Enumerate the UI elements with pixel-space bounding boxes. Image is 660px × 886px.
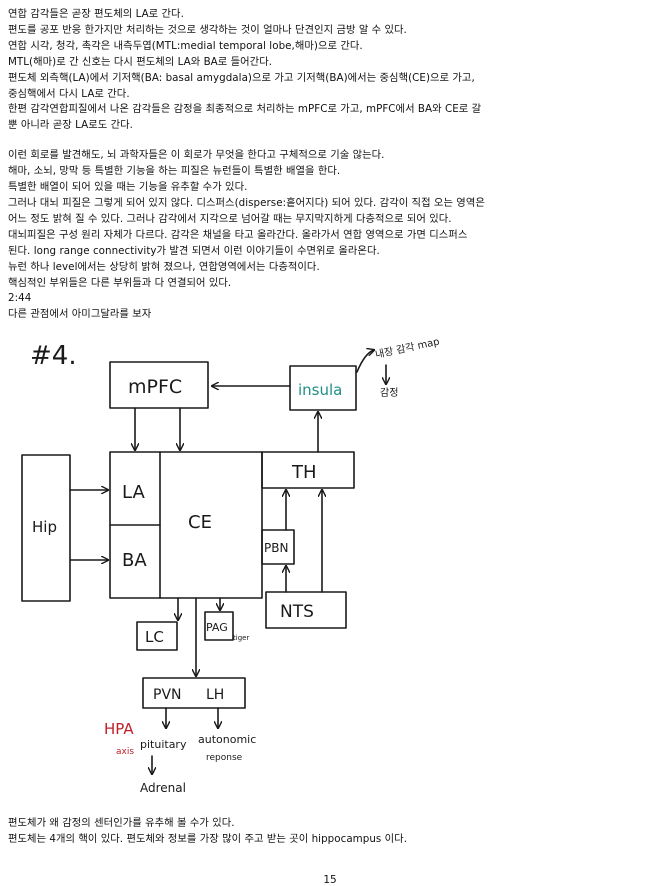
- hpa-sub-label: axis: [116, 747, 134, 757]
- ba-label: BA: [122, 550, 147, 571]
- closing-line: 편도체는 4개의 핵이 있다. 편도체와 정보를 가장 많이 주고 받는 곳이 …: [8, 832, 408, 845]
- pbn-box: [261, 529, 295, 565]
- paragraph-line: 어느 정도 밝혀 질 수 있다. 그러나 감각에서 지각으로 넘어갈 때는 무지…: [8, 212, 452, 225]
- pituitary-label: pituitary: [140, 738, 187, 751]
- paragraph-line: 이런 회로를 발견해도, 뇌 과학자들은 이 회로가 무엇을 한다고 구체적으로…: [8, 149, 385, 162]
- paragraph-line: 편도를 공포 반응 한가지만 처리하는 것으로 생각하는 것이 얼마나 단견인지…: [8, 23, 407, 36]
- lh-label: LH: [206, 687, 224, 703]
- blank-line: [8, 134, 652, 148]
- closing-block: 편도체가 왜 감정의 센터인가를 유추해 볼 수가 있다. 편도체는 4개의 핵…: [8, 816, 652, 848]
- paragraph-line: 뉴런 하나 level에서는 상당히 밝혀 졌으나, 연합영역에서는 다층적이다…: [8, 260, 320, 273]
- paragraph-block: 연합 감각들은 곧장 편도체의 LA로 간다. 편도를 공포 반응 한가지만 처…: [8, 7, 652, 323]
- insula-note-arrow: [356, 350, 374, 373]
- pag-label: PAG: [206, 621, 228, 634]
- pag-note: tiger: [233, 634, 249, 642]
- response-label: reponse: [206, 753, 243, 763]
- pbn-label: PBN: [264, 541, 288, 555]
- hip-label: Hip: [32, 518, 57, 536]
- ce-label: CE: [188, 512, 212, 533]
- paragraph-line: 연합 시각, 청각, 촉각은 내측두엽(MTL:medial temporal …: [8, 39, 363, 52]
- paragraph-line: 한편 감각연합피질에서 나온 감각들은 감정을 최종적으로 처리하는 mPFC로…: [8, 103, 482, 116]
- paragraph-line: 된다. long range connectivity가 발견 되면서 이런 이…: [8, 244, 380, 257]
- paragraph-line: 그러나 대뇌 피질은 그렇게 되어 있지 않다. 디스퍼스(disperse:흩…: [8, 196, 485, 209]
- lc-label: LC: [145, 628, 164, 646]
- pag-box: [204, 611, 234, 641]
- nts-box: [265, 591, 347, 629]
- th-label: TH: [291, 462, 317, 483]
- paragraph-line: 편도체 외측핵(LA)에서 기저핵(BA: basal amygdala)으로 …: [8, 71, 475, 84]
- nts-label: NTS: [280, 602, 314, 622]
- paragraph-line: 핵심적인 부위들은 다른 부위들과 다 연결되어 있다.: [8, 276, 232, 289]
- autonomic-label: autonomic: [198, 733, 256, 746]
- th-box: [261, 451, 355, 489]
- pvn-lh-box: [142, 677, 246, 709]
- insula-box: [289, 365, 357, 411]
- mpfc-box: [109, 361, 209, 409]
- insula-note-emotion: 감정: [380, 387, 398, 399]
- hpa-label: HPA: [104, 720, 134, 738]
- figure-number: #4.: [30, 341, 77, 371]
- hip-box: [21, 454, 71, 602]
- paragraph-line: 해마, 소뇌, 망막 등 특별한 기능을 하는 피질은 뉴런들이 특별한 배열을…: [8, 165, 341, 178]
- insula-note-map: 내장 감각 map: [374, 336, 440, 361]
- closing-line: 편도체가 왜 감정의 센터인가를 유추해 볼 수가 있다.: [8, 817, 235, 829]
- paragraph-line: 특별한 배열이 되어 있을 때는 기능을 유추할 수가 있다.: [8, 181, 248, 194]
- paragraph-line: 중심핵에서 다시 LA로 간다.: [8, 87, 130, 100]
- timestamp-line: 2:44: [8, 292, 32, 305]
- lc-box: [136, 621, 178, 651]
- insula-label: insula: [298, 381, 342, 399]
- amygdala-circuit-diagram: #4. mPFC insula 내장 감각 map 감정 LA BA CE: [21, 336, 441, 795]
- page-number: 15: [323, 874, 337, 886]
- paragraph-line: 대뇌피질은 구성 원리 자체가 다르다. 감각은 채널을 타고 올라간다. 올라…: [8, 228, 468, 241]
- paragraph-line: 뿐 아니라 곧장 LA로도 간다.: [8, 119, 133, 132]
- paragraph-line: 연합 감각들은 곧장 편도체의 LA로 간다.: [8, 8, 184, 20]
- paragraph-line: MTL(해마)로 간 신호는 다시 편도체의 LA와 BA로 들어간다.: [8, 55, 273, 68]
- la-label: LA: [122, 482, 145, 503]
- pvn-label: PVN: [153, 687, 182, 703]
- adrenal-label: Adrenal: [140, 781, 186, 795]
- paragraph-line: 다른 관점에서 아미그달라를 보자: [8, 308, 152, 321]
- mpfc-label: mPFC: [128, 376, 182, 398]
